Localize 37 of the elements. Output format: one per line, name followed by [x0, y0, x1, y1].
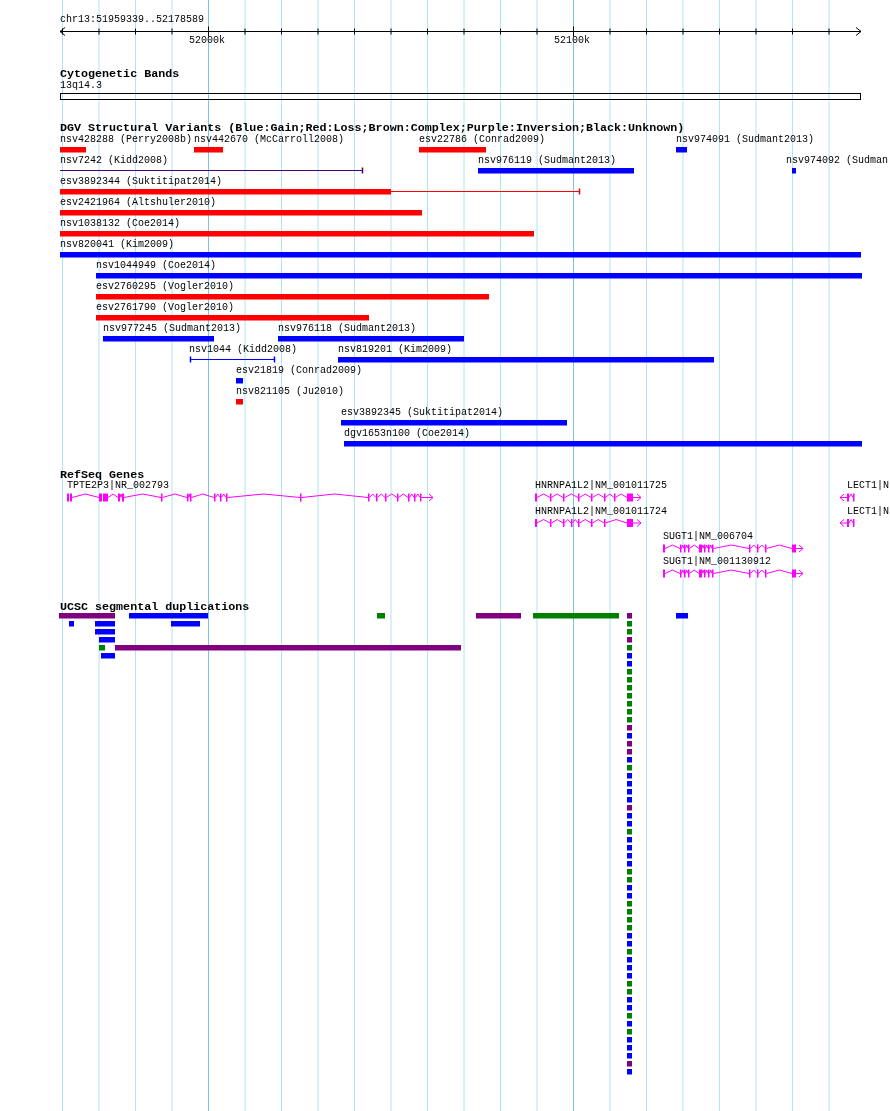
variant-label: nsv1044949 (Coe2014)	[96, 260, 217, 272]
gene-label: HNRNPA1L2|NM_001011725	[535, 480, 668, 492]
variant-label: nsv976118 (Sudmant2013)	[278, 323, 417, 335]
variant-label: nsv1044 (Kidd2008)	[189, 344, 298, 356]
variant-label: esv3892344 (Suktitipat2014)	[60, 176, 223, 188]
track-title: Cytogenetic Bands	[60, 68, 180, 80]
variant-label: nsv820041 (Kim2009)	[60, 239, 175, 251]
gene-label: TPTE2P3|NR_002793	[67, 480, 170, 492]
gene-label: LECT1|N	[847, 506, 889, 518]
gene-label: HNRNPA1L2|NM_001011724	[535, 506, 668, 518]
variant-label: nsv7242 (Kidd2008)	[60, 155, 169, 167]
variant-label: nsv442670 (McCarroll2008)	[194, 134, 345, 146]
track-title: UCSC segmental duplications	[60, 601, 250, 613]
variant-label: nsv428288 (Perry2008b)	[60, 134, 193, 146]
variant-label: esv21819 (Conrad2009)	[236, 365, 363, 377]
coordinate-label: chr13:51959339..52178589	[60, 14, 205, 26]
gene-label: SUGT1|NM_001130912	[663, 556, 772, 568]
variant-label: esv2761790 (Vogler2010)	[96, 302, 235, 314]
tick-label: 52000k	[189, 35, 225, 47]
gene-label: LECT1|N	[847, 480, 889, 492]
tick-label: 52100k	[554, 35, 590, 47]
variant-label: dgv1653n100 (Coe2014)	[344, 428, 471, 440]
band-label: 13q14.3	[60, 80, 102, 92]
variant-label: esv22786 (Conrad2009)	[419, 134, 546, 146]
variant-label: nsv974092 (Sudman	[786, 155, 889, 167]
variant-label: nsv974091 (Sudmant2013)	[676, 134, 815, 146]
variant-label: esv2760295 (Vogler2010)	[96, 281, 235, 293]
variant-label: nsv1038132 (Coe2014)	[60, 218, 181, 230]
gene-label: SUGT1|NM_006704	[663, 531, 753, 543]
variant-label: nsv977245 (Sudmant2013)	[103, 323, 242, 335]
track-title: RefSeq Genes	[60, 469, 145, 481]
variant-label: esv2421964 (Altshuler2010)	[60, 197, 217, 209]
variant-label: nsv819201 (Kim2009)	[338, 344, 453, 356]
variant-label: nsv976119 (Sudmant2013)	[478, 155, 617, 167]
variant-label: esv3892345 (Suktitipat2014)	[341, 407, 504, 419]
variant-label: nsv821105 (Ju2010)	[236, 386, 345, 398]
track-title: DGV Structural Variants (Blue:Gain;Red:Loss;Brown:Complex;Purple:Inversion;Black:Unknown)	[60, 122, 685, 134]
